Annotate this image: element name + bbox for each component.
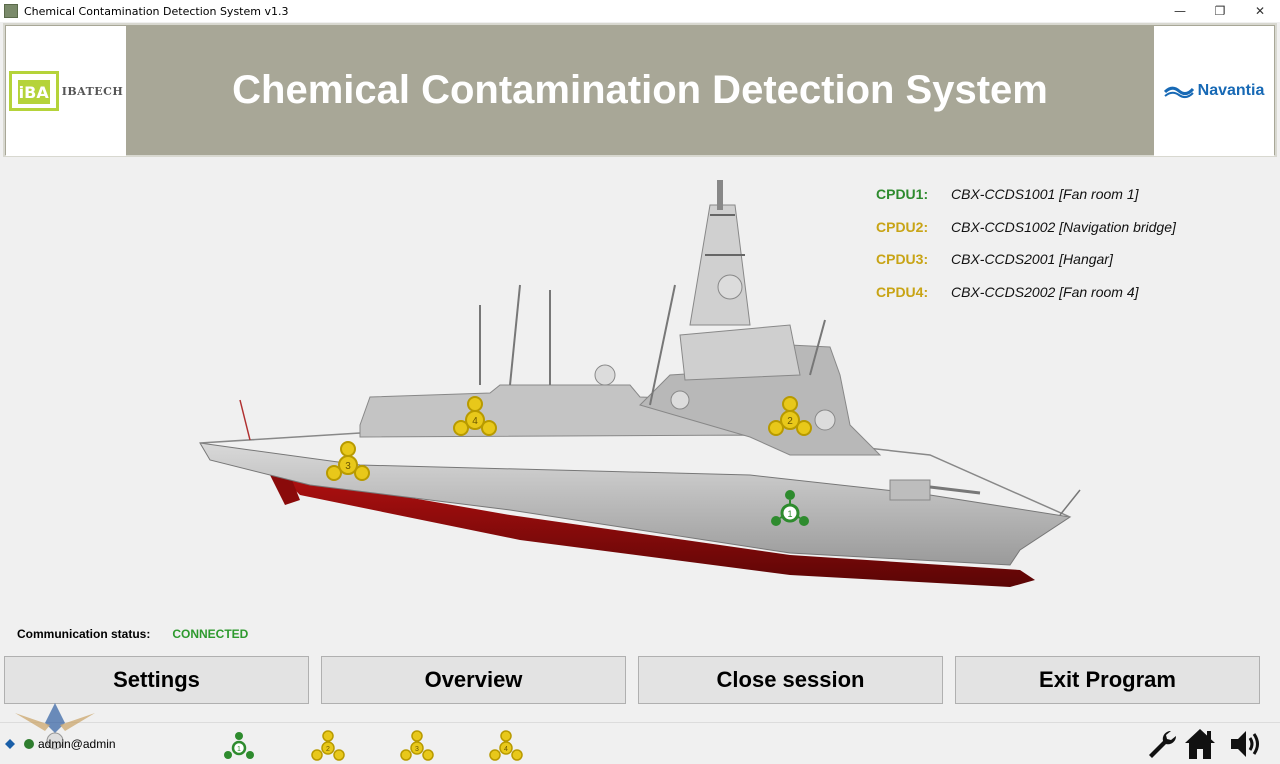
marker-label: 1 bbox=[787, 509, 792, 519]
settings-button[interactable]: Settings bbox=[4, 656, 309, 704]
app-icon bbox=[4, 4, 18, 18]
legend-key: CPDU1: bbox=[876, 186, 929, 203]
communication-status-label: Communication status: bbox=[17, 627, 151, 641]
cpdu-marker-2[interactable]: 2 bbox=[768, 396, 812, 436]
ibatech-logo-text: IBATECH bbox=[61, 84, 124, 98]
window-controls: — ❐ ✕ bbox=[1160, 0, 1280, 22]
cpdu-legend: CPDU1: CBX-CCDS1001 [Fan room 1] CPDU2: … bbox=[876, 178, 1176, 308]
communication-status-value: CONNECTED bbox=[172, 627, 249, 641]
cpdu-marker-1[interactable]: 1 bbox=[771, 490, 809, 526]
cpdu-marker-3[interactable]: 3 bbox=[326, 441, 370, 481]
status-icon-label: 2 bbox=[326, 746, 330, 753]
close-session-button[interactable]: Close session bbox=[638, 656, 943, 704]
iba-logo-mark: iBA bbox=[8, 71, 59, 111]
legend-row: CPDU2: CBX-CCDS1002 [Navigation bridge] bbox=[876, 211, 1176, 244]
marker-label: 2 bbox=[787, 416, 793, 427]
restore-button[interactable]: ❐ bbox=[1214, 4, 1226, 18]
cpdu4-status-icon[interactable]: 4 bbox=[489, 729, 523, 763]
legend-value: CBX-CCDS2002 [Fan room 4] bbox=[951, 283, 1139, 300]
overview-button[interactable]: Overview bbox=[321, 656, 626, 704]
user-shield-icon bbox=[5, 739, 15, 749]
bottom-status-bar: admin@admin 1 2 3 4 bbox=[0, 703, 1280, 764]
legend-key: CPDU2: bbox=[876, 218, 929, 235]
marker-label: 4 bbox=[472, 416, 478, 427]
cpdu2-status-icon[interactable]: 2 bbox=[311, 729, 345, 763]
page-title: Chemical Contamination Detection System bbox=[232, 67, 1048, 112]
navantia-logo: Navantia bbox=[1154, 26, 1274, 156]
header-banner: iBA IBATECH Chemical Contamination Detec… bbox=[3, 23, 1277, 157]
speaker-icon[interactable] bbox=[1228, 727, 1262, 761]
cpdu1-status-icon[interactable]: 1 bbox=[222, 729, 256, 763]
navantia-wave-icon bbox=[1163, 86, 1194, 99]
marker-label: 3 bbox=[345, 461, 351, 472]
status-icon-label: 3 bbox=[415, 746, 419, 753]
legend-value: CBX-CCDS2001 [Hangar] bbox=[951, 251, 1113, 268]
user-online-indicator bbox=[24, 739, 34, 749]
ibatech-logo: iBA IBATECH bbox=[6, 26, 126, 156]
legend-row: CPDU1: CBX-CCDS1001 [Fan room 1] bbox=[876, 178, 1176, 211]
ship-illustration: 3 4 2 1 bbox=[199, 180, 1081, 587]
cpdu-marker-4[interactable]: 4 bbox=[453, 396, 497, 436]
cpdu3-status-icon[interactable]: 3 bbox=[400, 729, 434, 763]
communication-status: Communication status: CONNECTED bbox=[17, 627, 248, 641]
close-window-button[interactable]: ✕ bbox=[1254, 4, 1266, 18]
legend-value: CBX-CCDS1001 [Fan room 1] bbox=[951, 186, 1139, 203]
legend-key: CPDU3: bbox=[876, 251, 929, 268]
minimize-button[interactable]: — bbox=[1174, 4, 1186, 18]
wrench-icon[interactable] bbox=[1145, 727, 1179, 761]
legend-row: CPDU3: CBX-CCDS2001 [Hangar] bbox=[876, 243, 1176, 276]
navantia-logo-text: Navantia bbox=[1197, 82, 1265, 99]
legend-value: CBX-CCDS1002 [Navigation bridge] bbox=[951, 218, 1176, 235]
user-name: admin@admin bbox=[38, 737, 116, 751]
legend-key: CPDU4: bbox=[876, 283, 929, 300]
status-icon-label: 1 bbox=[237, 746, 241, 753]
window-title: Chemical Contamination Detection System … bbox=[24, 4, 289, 18]
watermark-emblem-icon bbox=[15, 703, 95, 750]
status-icon-label: 4 bbox=[504, 746, 508, 753]
home-icon[interactable] bbox=[1183, 727, 1217, 761]
window-titlebar: Chemical Contamination Detection System … bbox=[0, 0, 1280, 22]
exit-program-button[interactable]: Exit Program bbox=[955, 656, 1260, 704]
legend-row: CPDU4: CBX-CCDS2002 [Fan room 4] bbox=[876, 276, 1176, 309]
logged-user: admin@admin bbox=[4, 737, 116, 751]
